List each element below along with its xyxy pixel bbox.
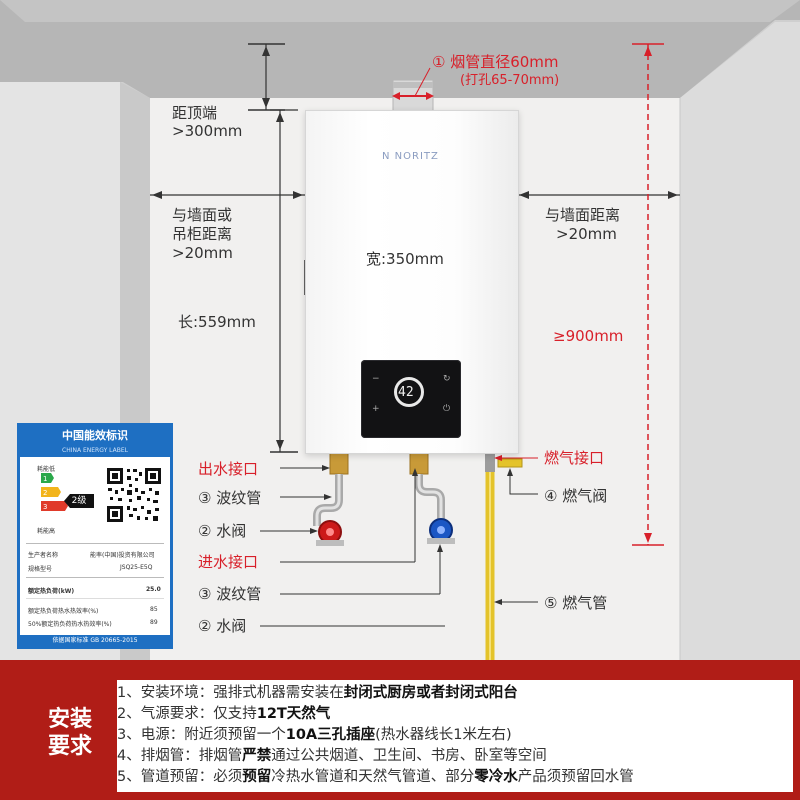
minus-icon: − [372, 374, 380, 384]
requirements-title-line2: 要求 [48, 734, 93, 759]
length-label: 长:559mm [178, 313, 256, 331]
top-distance-value: >300mm [172, 122, 243, 140]
manufacturer-key: 生产者名称 [28, 552, 59, 559]
energy-label-subtitle: CHINA ENERGY LABEL [20, 446, 170, 457]
efficiency-2-value: 89 [150, 619, 158, 626]
gas-valve-label: ④ 燃气阀 [544, 487, 608, 505]
brand-logo: N NORITZ [382, 151, 439, 162]
energy-efficiency-label: 中国能效标识 CHINA ENERGY LABEL 耗能低 1 2 3 2级 耗… [17, 423, 173, 649]
svg-text:2: 2 [43, 489, 47, 497]
left-wall-label-1: 与墙面或 [172, 206, 233, 224]
model-key: 规格型号 [28, 566, 53, 573]
manufacturer-value: 能率(中国)投资有限公司 [90, 552, 155, 559]
efficiency-1-value: 85 [150, 606, 158, 613]
requirements-title: 安装 要求 [48, 706, 108, 760]
svg-text:1: 1 [43, 475, 47, 483]
requirements-title-line1: 安装 [48, 707, 93, 732]
energy-standard-text: 依据国家标准 GB 20665-2015 [20, 635, 170, 646]
valve-label-2: ② 水阀 [198, 617, 247, 635]
flue-diameter-label: ① 烟管直径60mm [432, 53, 559, 71]
valve-label-1: ② 水阀 [198, 522, 247, 540]
bellows-label-1: ③ 波纹管 [198, 489, 262, 507]
rated-load-key: 额定热负荷(kW) [28, 588, 75, 595]
control-panel: 42 − + ↻ ⏻ [361, 360, 461, 438]
model-value: JSQ25-E5Q [120, 564, 153, 571]
right-wall-label: 与墙面距离 [545, 206, 621, 224]
gas-valve [497, 458, 523, 468]
requirement-item-4: 4、排烟管：排烟管严禁通过公共烟道、卫生间、书房、卧室等空间 [117, 748, 547, 764]
high-consumption-text: 耗能高 [37, 528, 56, 535]
right-wall-value: >20mm [556, 225, 617, 243]
gas-fitting [485, 452, 495, 472]
water-out-fitting [329, 451, 349, 475]
height-from-ground-label: ≥900mm [553, 327, 624, 345]
flue-leader [414, 67, 431, 97]
rated-load-value: 25.0 [146, 586, 161, 593]
installation-requirements-bar: 安装 要求 1、安装环境：强排式机器需安装在封闭式厨房或者封闭式阳台 2、气源要… [0, 660, 800, 800]
bellows-label-2: ③ 波纹管 [198, 585, 262, 603]
width-label: 宽:350mm [366, 250, 444, 268]
efficiency-1-key: 额定热负荷热水热效率(%) [28, 608, 99, 615]
water-inlet-label: 进水接口 [198, 553, 259, 571]
plus-icon: + [372, 404, 380, 414]
qr-code-icon [105, 466, 163, 524]
temperature-display: 42 [398, 385, 414, 400]
efficiency-2-key: 50%额定热负荷热水热效率(%) [28, 621, 112, 628]
temperature-dial [394, 377, 424, 407]
top-distance-label: 距顶端 [172, 104, 218, 122]
requirements-list [117, 680, 793, 792]
efficiency-grade-bars: 1 2 3 [34, 473, 68, 511]
water-outlet-label: 出水接口 [198, 460, 259, 478]
water-in-fitting [409, 451, 429, 475]
energy-label-title: 中国能效标识 [20, 426, 170, 446]
flue-hole-label: (打孔65-70mm) [460, 73, 560, 88]
low-consumption-text: 耗能低 [37, 466, 56, 473]
power-icon: ⏻ [443, 404, 451, 414]
gas-pipe-label: ⑤ 燃气管 [544, 594, 608, 612]
requirement-item-1: 1、安装环境：强排式机器需安装在封闭式厨房或者封闭式阳台 [117, 685, 518, 701]
grade-badge: 2级 [64, 494, 94, 508]
requirement-item-5: 5、管道预留：必须预留冷热水管道和天然气管道、部分零冷水产品须预留回水管 [117, 769, 634, 785]
requirement-item-3: 3、电源：附近须预留一个10A三孔插座(热水器线长1米左右) [117, 727, 512, 743]
left-wall-value: >20mm [172, 244, 233, 262]
svg-text:3: 3 [43, 503, 47, 511]
right-wall [680, 22, 800, 660]
refresh-icon: ↻ [443, 374, 451, 384]
gas-inlet-label: 燃气接口 [544, 449, 605, 467]
left-wall-label-2: 吊柜距离 [172, 225, 233, 243]
requirement-item-2: 2、气源要求：仅支持12T天然气 [117, 706, 331, 722]
